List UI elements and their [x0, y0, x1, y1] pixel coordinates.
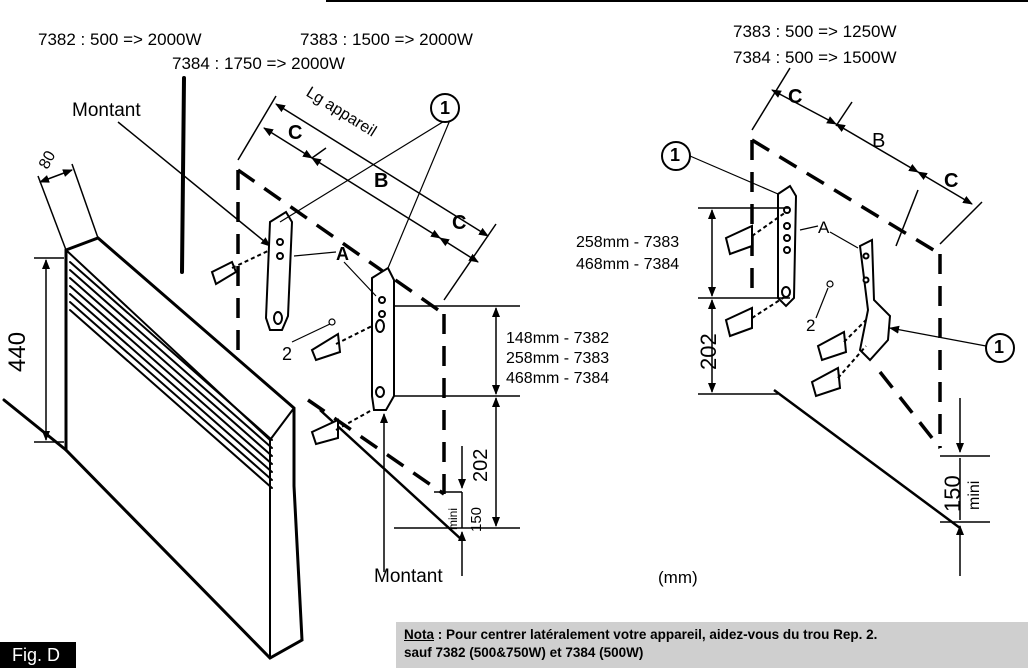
right-bracket	[777, 184, 798, 308]
left-wall-plugs	[210, 249, 373, 446]
left-c1-label: C	[288, 122, 303, 144]
left-wall-outline	[236, 168, 446, 496]
spec-7384-right: 7384 : 500 => 1500W	[733, 48, 897, 67]
right-wall-plugs	[724, 211, 867, 398]
left-mini-label: mini	[446, 507, 460, 530]
montant-bottom-label: Montant	[374, 566, 443, 587]
left-marker-1-circle	[430, 93, 460, 123]
right-2-label: 2	[806, 316, 816, 335]
left-spacing-7384: 468mm - 7384	[506, 370, 610, 387]
spec-7382: 7382 : 500 => 2000W	[38, 30, 202, 49]
dimension-440	[34, 257, 64, 443]
right-marker-1-top: 1	[670, 145, 681, 165]
right-bracket-2	[858, 238, 892, 362]
left-floor-line	[319, 409, 463, 541]
left-2-label: 2	[282, 344, 293, 364]
right-marker-1-top-circle	[661, 141, 691, 171]
nota-text-1: : Pour centrer latéralement votre appare…	[434, 627, 878, 642]
left-a-label: A	[336, 244, 349, 264]
right-leaders	[689, 155, 987, 347]
montant-top-arrow	[117, 121, 271, 247]
dimension-80	[37, 163, 99, 251]
nota-prefix: Nota	[404, 627, 434, 642]
right-height-dimensions	[698, 207, 990, 576]
left-c2-label: C	[452, 212, 467, 234]
left-height-dimensions	[380, 305, 520, 576]
nota-line-2: sauf 7382 (500&750W) et 7384 (500W)	[404, 645, 644, 660]
top-frame-rule	[326, 0, 1028, 2]
left-b-label: B	[374, 170, 389, 192]
right-width-dimensions	[751, 67, 983, 247]
right-c2-label: C	[944, 170, 959, 192]
right-marker-1-right-circle	[985, 333, 1015, 363]
right-c1-label: C	[788, 86, 803, 108]
spec-7384-left: 7384 : 1750 => 2000W	[172, 54, 345, 73]
right-mini-label: mini	[966, 480, 983, 510]
right-spacing-7384: 468mm - 7384	[576, 256, 680, 273]
units-label: (mm)	[658, 568, 698, 587]
right-a-label: A	[818, 218, 830, 237]
montant-top-label: Montant	[72, 100, 141, 121]
spec-7383-right: 7383 : 500 => 1250W	[733, 22, 897, 41]
right-dim-202-label: 202	[696, 333, 721, 370]
right-floor-line	[773, 388, 961, 530]
right-b-label: B	[872, 130, 886, 152]
spec-7383-left: 7383 : 1500 => 2000W	[300, 30, 473, 49]
right-dim-150-label: 150	[940, 475, 965, 512]
left-dim-150-label: 150	[468, 506, 485, 532]
right-spacing-7383: 258mm - 7383	[576, 234, 680, 251]
left-marker-1: 1	[440, 98, 451, 118]
right-wall-outline	[750, 138, 942, 450]
left-dim-202-label: 202	[470, 448, 492, 482]
nota-line-1: Nota : Pour centrer latéralement votre a…	[404, 626, 1020, 644]
figure-label: Fig. D	[0, 642, 76, 668]
dim-440-label: 440	[4, 331, 31, 372]
left-bracket-2	[371, 266, 395, 411]
left-width-dimensions	[237, 95, 497, 301]
left-spacing-7383: 258mm - 7383	[506, 350, 610, 367]
left-bracket-1	[264, 210, 294, 331]
left-leaders	[279, 119, 451, 343]
left-spacing-7382: 148mm - 7382	[506, 330, 610, 347]
right-marker-1-right: 1	[994, 337, 1005, 357]
nota-box: Nota : Pour centrer latéralement votre a…	[396, 622, 1028, 668]
